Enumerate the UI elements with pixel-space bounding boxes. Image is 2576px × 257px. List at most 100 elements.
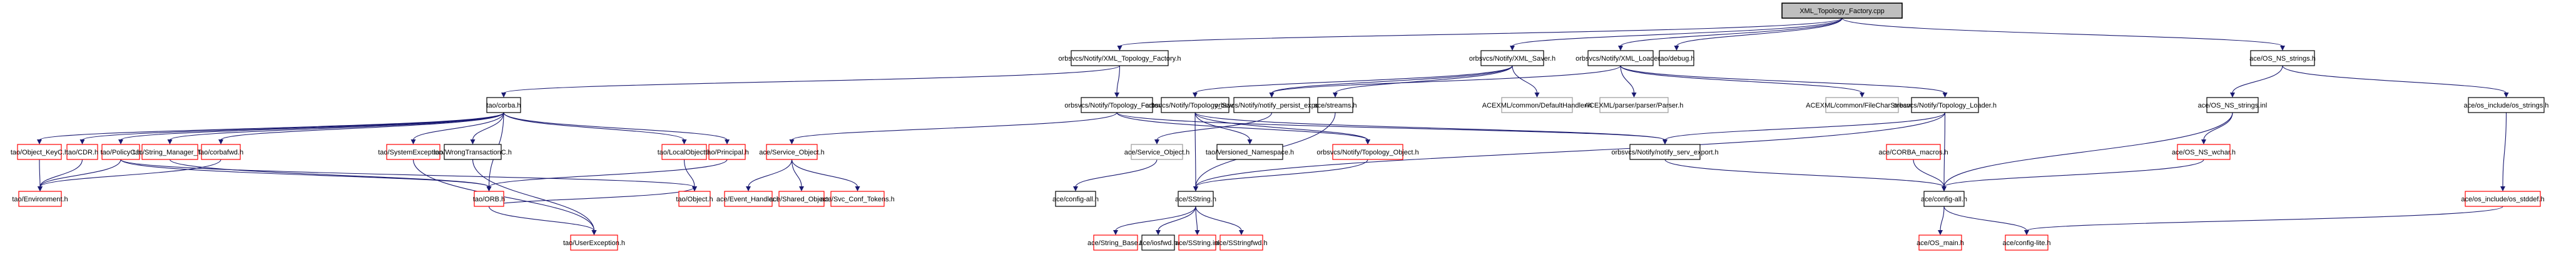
- graph-node[interactable]: ace/SString.inl: [1175, 234, 1219, 251]
- graph-node[interactable]: ace/config-lite.h: [2002, 234, 2051, 251]
- node-box[interactable]: [2468, 97, 2545, 113]
- graph-node[interactable]: ace/CORBA_macros.h: [1878, 144, 1948, 160]
- node-box[interactable]: [201, 144, 241, 160]
- node-box[interactable]: [101, 144, 140, 160]
- graph-node[interactable]: orbsvcs/Notify/XML_Loader.h: [1576, 50, 1666, 66]
- node-box[interactable]: [1233, 97, 1310, 113]
- node-box[interactable]: [2206, 97, 2259, 113]
- graph-node[interactable]: ACEXML/common/DefaultHandler.h: [1482, 97, 1592, 113]
- node-box[interactable]: [1317, 97, 1353, 113]
- node-box[interactable]: [570, 234, 618, 251]
- node-box[interactable]: [1781, 3, 1903, 19]
- graph-node[interactable]: orbsvcs/Notify/Topology_Saver.h: [1145, 97, 1245, 113]
- graph-node[interactable]: tao/Environment.h: [12, 191, 68, 207]
- graph-node[interactable]: ace/Event_Handler.h: [716, 191, 780, 207]
- graph-node[interactable]: orbsvcs/Notify/Topology_Object.h: [1316, 144, 1419, 160]
- graph-node[interactable]: orbsvcs/Notify/Topology_Loader.h: [1893, 97, 1997, 113]
- graph-node[interactable]: ace/config-all.h: [1052, 191, 1099, 207]
- graph-node[interactable]: tao/PolicyC.h: [101, 144, 141, 160]
- graph-node[interactable]: ace/iosfwd.h: [1139, 234, 1178, 251]
- graph-node[interactable]: ace/SStringfwd.h: [1215, 234, 1268, 251]
- node-box[interactable]: [18, 191, 62, 207]
- node-box[interactable]: [1825, 97, 1899, 113]
- graph-node[interactable]: orbsvcs/Notify/notify_serv_export.h: [1611, 144, 1719, 160]
- graph-node[interactable]: orbsvcs/Notify/Topology_Factory.h: [1064, 97, 1169, 113]
- node-box[interactable]: [1178, 234, 1216, 251]
- node-box[interactable]: [724, 191, 773, 207]
- node-box[interactable]: [1219, 234, 1263, 251]
- graph-node[interactable]: ace/os_include/os_stddef.h: [2461, 191, 2545, 207]
- graph-root-node[interactable]: XML_Topology_Factory.cpp: [1781, 3, 1903, 19]
- node-box[interactable]: [2250, 50, 2315, 66]
- node-box[interactable]: [1055, 191, 1096, 207]
- node-box[interactable]: [1918, 234, 1962, 251]
- node-box[interactable]: [2005, 234, 2049, 251]
- node-box[interactable]: [1093, 234, 1138, 251]
- graph-node[interactable]: ace/OS_main.h: [1917, 234, 1964, 251]
- graph-node[interactable]: tao/WrongTransactionC.h: [434, 144, 512, 160]
- graph-node[interactable]: ace/OS_NS_strings.h: [2249, 50, 2316, 66]
- node-box[interactable]: [830, 191, 885, 207]
- graph-node[interactable]: tao/Versioned_Namespace.h: [1206, 144, 1294, 160]
- graph-node[interactable]: tao/ORB.h: [473, 191, 505, 207]
- graph-node[interactable]: ACEXML/parser/parser/Parser.h: [1585, 97, 1684, 113]
- graph-node[interactable]: orbsvcs/Notify/XML_Topology_Factory.h: [1058, 50, 1181, 66]
- graph-node[interactable]: ace/OS_NS_strings.inl: [2198, 97, 2268, 113]
- node-box[interactable]: [1480, 50, 1544, 66]
- graph-node[interactable]: ace/String_Base.h: [1087, 234, 1144, 251]
- node-box[interactable]: [1332, 144, 1403, 160]
- graph-node[interactable]: orbsvcs/Notify/XML_Saver.h: [1469, 50, 1555, 66]
- graph-node[interactable]: ace/os_include/os_strings.h: [2464, 97, 2549, 113]
- graph-node[interactable]: ace/Service_Object.h: [759, 144, 825, 160]
- node-box[interactable]: [778, 191, 825, 207]
- node-box[interactable]: [1599, 97, 1669, 113]
- graph-node[interactable]: tao/Principal.h: [705, 144, 749, 160]
- graph-node[interactable]: ace/OS_NS_wchar.h: [2172, 144, 2236, 160]
- graph-node[interactable]: ace/Service_Object.h: [1124, 144, 1190, 160]
- node-box[interactable]: [1161, 97, 1229, 113]
- node-box[interactable]: [1911, 97, 1979, 113]
- graph-node[interactable]: tao/SystemException.h: [378, 144, 449, 160]
- node-box[interactable]: [1923, 191, 1965, 207]
- node-box[interactable]: [1659, 50, 1694, 66]
- node-box[interactable]: [386, 144, 440, 160]
- node-box[interactable]: [1629, 144, 1701, 160]
- node-box[interactable]: [1886, 144, 1941, 160]
- node-box[interactable]: [1178, 191, 1214, 207]
- graph-node[interactable]: ACEXML/common/FileCharStream.h: [1806, 97, 1918, 113]
- node-box[interactable]: [486, 97, 521, 113]
- node-box[interactable]: [661, 144, 707, 160]
- node-box[interactable]: [2465, 191, 2541, 207]
- graph-node[interactable]: orbsvcs/Notify/notify_persist_export.h: [1214, 97, 1329, 113]
- node-box[interactable]: [444, 144, 502, 160]
- node-box[interactable]: [708, 144, 746, 160]
- graph-node[interactable]: tao/Object.h: [676, 191, 713, 207]
- node-box[interactable]: [1141, 234, 1175, 251]
- node-box[interactable]: [474, 191, 504, 207]
- graph-node[interactable]: tao/LocalObject.h: [658, 144, 711, 160]
- node-box[interactable]: [2177, 144, 2231, 160]
- graph-node[interactable]: tao/Object_KeyC.h: [11, 144, 68, 160]
- node-box[interactable]: [766, 144, 818, 160]
- node-box[interactable]: [1216, 144, 1283, 160]
- node-box[interactable]: [1587, 50, 1654, 66]
- node-box[interactable]: [141, 144, 198, 160]
- node-box[interactable]: [17, 144, 62, 160]
- node-box[interactable]: [1131, 144, 1183, 160]
- graph-node[interactable]: tao/corbafwd.h: [198, 144, 243, 160]
- graph-node[interactable]: ace/Shared_Object.h: [769, 191, 834, 207]
- graph-node[interactable]: tao/String_Manager_T.h: [133, 144, 206, 160]
- node-box[interactable]: [1081, 97, 1153, 113]
- graph-node[interactable]: ace/Svc_Conf_Tokens.h: [820, 191, 895, 207]
- node-box[interactable]: [1501, 97, 1573, 113]
- node-box[interactable]: [66, 144, 98, 160]
- graph-node[interactable]: tao/debug.h: [1658, 50, 1695, 66]
- graph-node[interactable]: tao/CDR.h: [66, 144, 98, 160]
- graph-node[interactable]: ace/SString.h: [1175, 191, 1216, 207]
- graph-node[interactable]: ace/config-all.h: [1921, 191, 1967, 207]
- graph-node[interactable]: tao/corba.h: [486, 97, 521, 113]
- node-box[interactable]: [1071, 50, 1169, 66]
- graph-node[interactable]: tao/UserException.h: [563, 234, 625, 251]
- graph-node[interactable]: ace/streams.h: [1313, 97, 1357, 113]
- node-box[interactable]: [678, 191, 711, 207]
